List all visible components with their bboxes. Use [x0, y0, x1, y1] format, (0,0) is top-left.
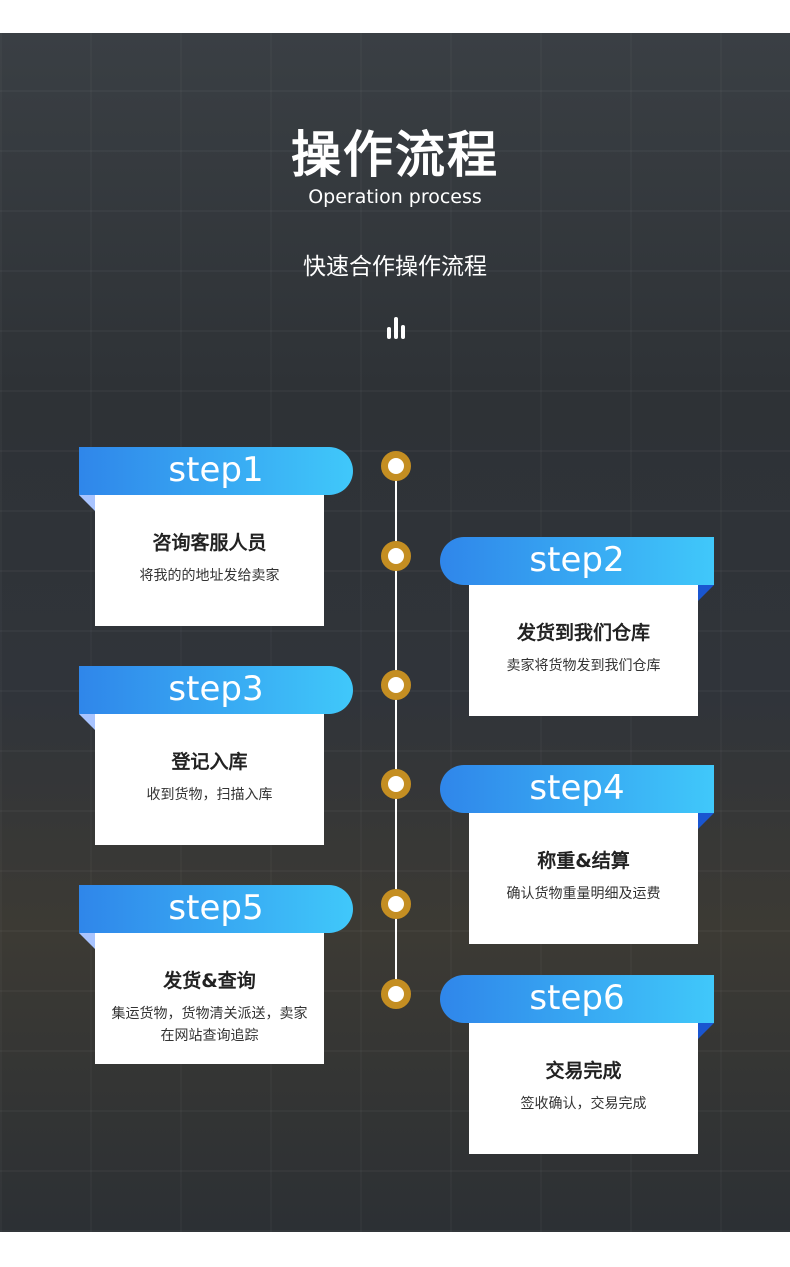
step-card: 交易完成 签收确认，交易完成	[469, 1023, 698, 1154]
timeline-dot	[381, 979, 411, 1009]
step-description: 集运货物，货物清关派送，卖家在网站查询追踪	[111, 1006, 308, 1044]
page-subtitle: Operation process	[308, 186, 482, 208]
label-fold	[698, 585, 714, 601]
step-label: step5	[79, 885, 353, 933]
step-label: step4	[440, 765, 714, 813]
step-description: 卖家将货物发到我们仓库	[506, 658, 661, 674]
label-fold	[698, 813, 714, 829]
step-card: 发货到我们仓库 卖家将货物发到我们仓库	[469, 585, 698, 716]
timeline-dot	[381, 541, 411, 571]
tagline: 快速合作操作流程	[303, 254, 487, 280]
step-description: 签收确认，交易完成	[520, 1096, 647, 1112]
step-card: 登记入库 收到货物，扫描入库	[95, 714, 324, 845]
step-title: 交易完成	[545, 1060, 622, 1082]
step-card: 咨询客服人员 将我的的地址发给卖家	[95, 495, 324, 626]
step-card: 发货&查询 集运货物，货物清关派送，卖家在网站查询追踪	[95, 933, 324, 1064]
step-title: 登记入库	[171, 751, 248, 773]
timeline-line	[395, 466, 397, 998]
step-title: 发货&查询	[163, 970, 256, 992]
label-fold	[79, 933, 95, 949]
timeline-dot	[381, 769, 411, 799]
step-label: step3	[79, 666, 353, 714]
timeline-dot	[381, 670, 411, 700]
step-label: step2	[440, 537, 714, 585]
step-description: 确认货物重量明细及运费	[506, 886, 661, 902]
step-label: step1	[79, 447, 353, 495]
step-description: 将我的的地址发给卖家	[139, 568, 280, 584]
bar-chart-icon	[387, 317, 405, 339]
label-fold	[79, 495, 95, 511]
label-fold	[698, 1023, 714, 1039]
page-title: 操作流程	[291, 126, 499, 184]
step-title: 称重&结算	[537, 850, 630, 872]
step-title: 咨询客服人员	[152, 532, 267, 554]
timeline-dot	[381, 889, 411, 919]
step-card: 称重&结算 确认货物重量明细及运费	[469, 813, 698, 944]
step-description: 收到货物，扫描入库	[146, 787, 273, 803]
step-title: 发货到我们仓库	[516, 622, 650, 644]
label-fold	[79, 714, 95, 730]
timeline-dot	[381, 451, 411, 481]
step-label: step6	[440, 975, 714, 1023]
